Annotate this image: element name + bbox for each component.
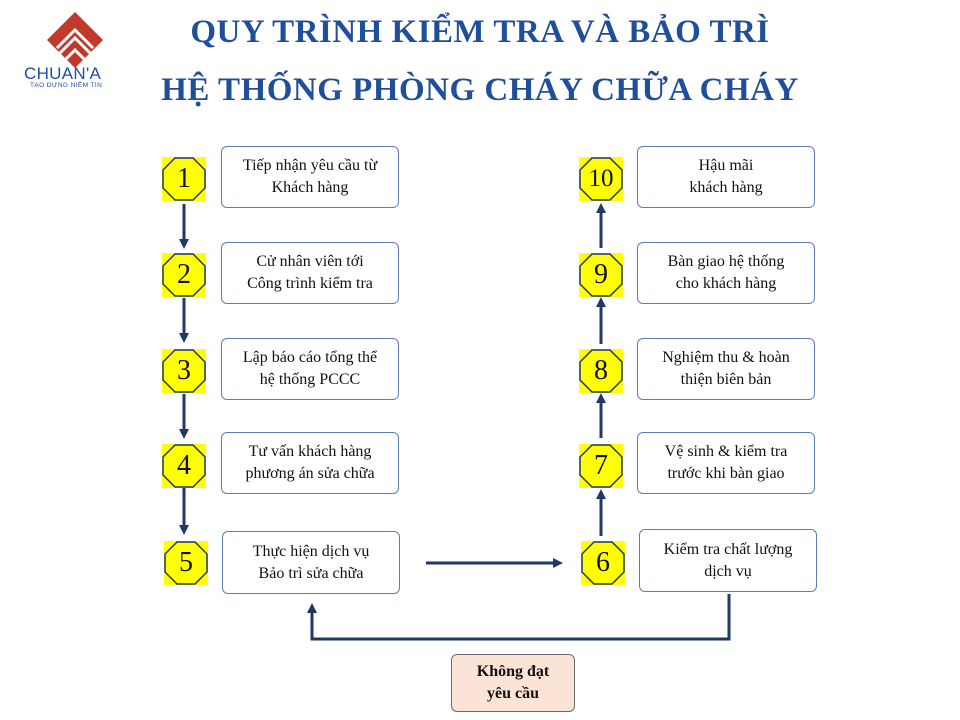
step-5-badge: 5: [164, 541, 208, 585]
step-2-box: Cử nhân viên tới Công trình kiểm tra: [221, 242, 399, 304]
fail-condition-box: Không đạt yêu cầu: [451, 654, 575, 712]
step-4-number: 4: [177, 450, 191, 481]
step-1-badge: 1: [162, 157, 206, 201]
step-9-number: 9: [594, 259, 608, 290]
step-7-box: Vệ sinh & kiểm tra trước khi bàn giao: [637, 432, 815, 494]
company-logo: [47, 12, 103, 68]
page-title-line-1: QUY TRÌNH KIỂM TRA VÀ BẢO TRÌ: [190, 14, 770, 50]
step-10-badge: 10: [579, 157, 623, 201]
step-5-number: 5: [179, 547, 193, 578]
step-6-badge: 6: [581, 541, 625, 585]
step-6-number: 6: [596, 547, 610, 578]
step-4-box: Tư vấn khách hàng phương án sửa chữa: [221, 432, 399, 494]
step-4-badge: 4: [162, 444, 206, 488]
step-8-number: 8: [594, 355, 608, 386]
arrow-6-back-to-5: [307, 594, 731, 641]
step-3-number: 3: [177, 355, 191, 386]
step-3-box: Lập báo cáo tổng thể hệ thống PCCC: [221, 338, 399, 400]
step-7-badge: 7: [579, 444, 623, 488]
step-8-badge: 8: [579, 349, 623, 393]
step-2-number: 2: [177, 259, 191, 290]
step-10-box: Hậu mãi khách hàng: [637, 146, 815, 208]
step-2-badge: 2: [162, 253, 206, 297]
step-1-number: 1: [177, 163, 191, 194]
page-title-line-2: HỆ THỐNG PHÒNG CHÁY CHỮA CHÁY: [161, 72, 799, 108]
logo-tagline: TẠO DỰNG NIỀM TIN: [30, 82, 103, 89]
step-9-badge: 9: [579, 253, 623, 297]
step-7-number: 7: [594, 450, 608, 481]
step-5-box: Thực hiện dịch vụ Bảo trì sửa chữa: [222, 531, 400, 594]
step-8-box: Nghiệm thu & hoàn thiện biên bản: [637, 338, 815, 400]
step-10-number: 10: [588, 165, 614, 192]
step-1-box: Tiếp nhận yêu cầu từ Khách hàng: [221, 146, 399, 208]
logo-name: CHUAN'A: [24, 64, 102, 83]
step-3-badge: 3: [162, 349, 206, 393]
step-9-box: Bàn giao hệ thống cho khách hàng: [637, 242, 815, 304]
step-6-box: Kiểm tra chất lượng dịch vụ: [639, 529, 817, 592]
